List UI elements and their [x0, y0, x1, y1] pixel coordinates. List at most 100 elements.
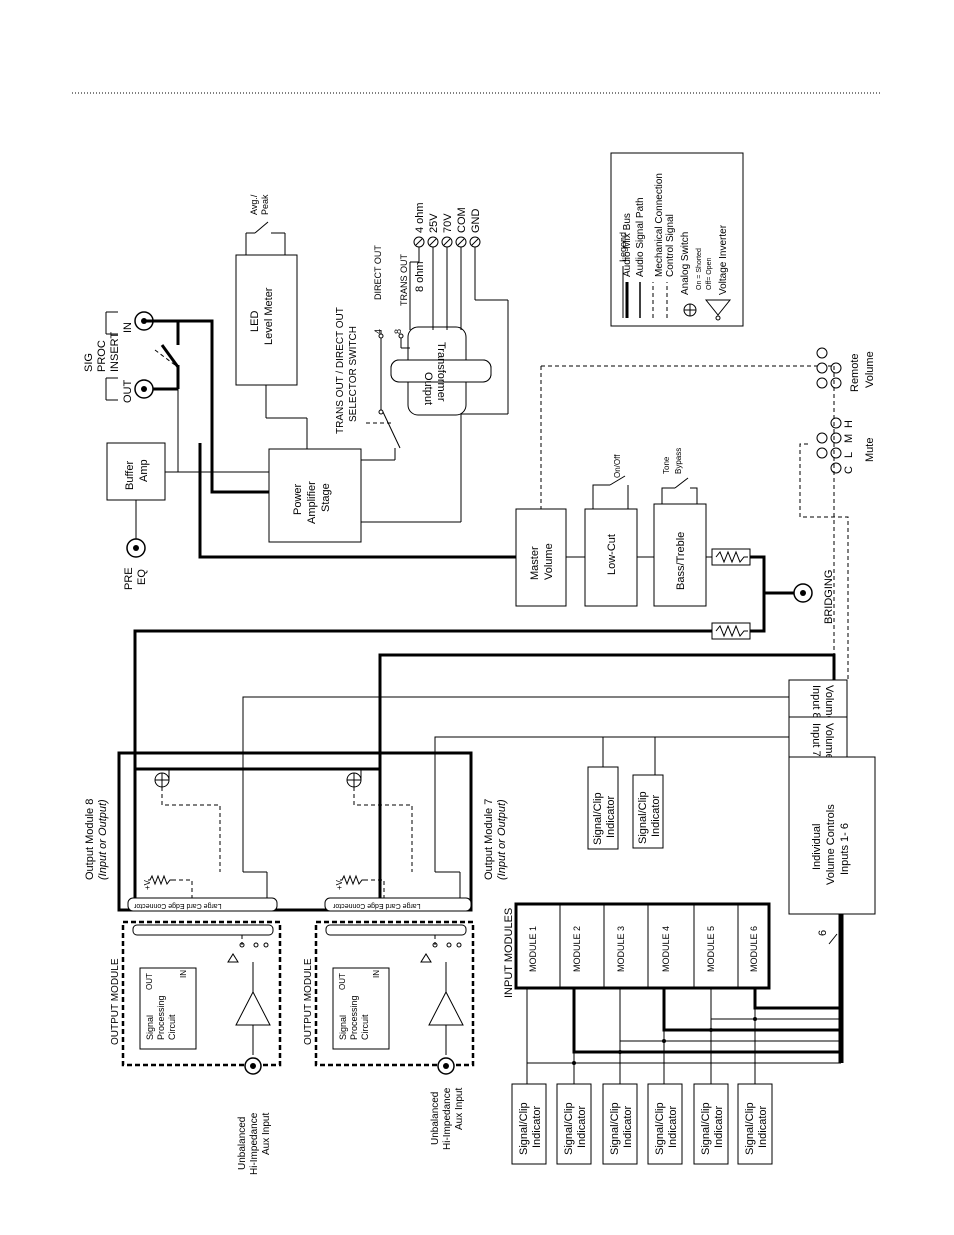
transformer-label-transformer: Transformer: [435, 342, 447, 402]
module-2-label: MODULE 2: [572, 926, 582, 972]
mute-label: Mute: [864, 438, 876, 462]
transformer-label-output: Output: [422, 372, 434, 405]
tap-25v: 25V: [428, 213, 440, 233]
individual-volume-label-1: Individual: [811, 824, 823, 870]
pre-eq-jack-icon: [126, 538, 146, 558]
bridging-label: BRIDGING: [823, 570, 835, 624]
module-3-label: MODULE 3: [616, 926, 626, 972]
signal-clip-b2-label-1: Signal/Clip: [563, 1102, 575, 1155]
tap-70v: 70V: [442, 213, 454, 233]
slot-8-out: OUT: [145, 973, 154, 990]
analog-switch-7-icon: [346, 772, 362, 788]
input8-volume-box: Input 8 Volume: [788, 679, 848, 722]
signal-clip-bottom-4: Signal/Clip Indicator: [647, 1083, 683, 1165]
bus-count-label: 6: [817, 930, 829, 936]
output-taps: 4 ohm 8 ohm 25V 70V COM GND: [413, 202, 482, 292]
input-modules-block: MODULE 1 MODULE 2 MODULE 3 MODULE 4 MODU…: [503, 902, 771, 998]
legend-item-mechanical: Mechanical Connection: [654, 173, 665, 277]
analog-switch-icon: [683, 303, 697, 317]
sig-proc-label-1: SIG: [83, 353, 95, 372]
mute-pin-c: C: [843, 466, 855, 474]
individual-volume-label-3: Inputs 1- 6: [839, 823, 851, 875]
signal-clip-bottom-1: Signal/Clip Indicator: [511, 1083, 547, 1165]
slot-7-amp-icon: [428, 990, 464, 1026]
low-cut: Low-Cut On/Off: [584, 454, 638, 607]
slot-8-amp-icon: [235, 990, 271, 1026]
led-level-meter: LED Level Meter: [235, 254, 298, 386]
aux-input-7-label-2: Hi-Impedance: [442, 1087, 453, 1150]
aux-input-7-label-3: Aux Input: [454, 1088, 465, 1130]
input7-volume-label-2: Volume: [823, 723, 835, 760]
trans-out-label: TRANS OUT: [399, 253, 409, 306]
voltage-inverter-icon: [704, 299, 732, 321]
output-module-board: Output Module 8 (Input or Output) Output…: [84, 751, 508, 912]
signal-clip-b2-label-2: Indicator: [576, 1105, 588, 1148]
tap-gnd: GND: [470, 209, 482, 234]
slot-7-spc-2: Processing: [349, 995, 359, 1040]
bass-treble: Bass/Treble Tone Bypass: [653, 448, 707, 607]
signal-clip-bottom-5: Signal/Clip Indicator: [693, 1083, 729, 1165]
signal-clip-b4-label-1: Signal/Clip: [654, 1102, 666, 1155]
power-amplifier-stage: Power Amplifier Stage: [268, 448, 362, 543]
module-6-label: MODULE 6: [749, 926, 759, 972]
buffer-amp-label-1: Buffer: [124, 461, 136, 490]
tap-com: COM: [456, 207, 468, 233]
buffer-amp-label-2: Amp: [138, 459, 150, 482]
signal-clip-8-label-1: Signal/Clip: [637, 791, 649, 844]
signal-clip-b6-label-1: Signal/Clip: [744, 1102, 756, 1155]
resistor-lower: [711, 622, 751, 640]
signal-clip-indicator-7: Signal/Clip Indicator: [587, 766, 619, 850]
bypass-label: Bypass: [674, 448, 683, 474]
legend-item-off-open: Off= Open: [706, 258, 713, 290]
on-off-label: On/Off: [613, 454, 622, 478]
pre-eq: PRE EQ: [123, 538, 148, 590]
master-volume-label-2: Volume: [543, 543, 555, 580]
power-amp-label-3: Stage: [320, 483, 332, 512]
insert-out-jack-icon: [134, 379, 154, 399]
legend-item-analog-switch: Analog Switch: [680, 232, 691, 295]
buffer-amp: Buffer Amp: [106, 442, 166, 501]
slot-7-in: IN: [372, 970, 381, 978]
analog-switch-8-icon: [154, 772, 170, 788]
insert-out-label: OUT: [122, 380, 134, 404]
tap-8ohm: 8 ohm: [414, 261, 426, 292]
module-5-label: MODULE 5: [706, 926, 716, 972]
legend-item-control-signal: Control Signal: [665, 214, 676, 277]
power-amp-label-2: Amplifier: [306, 481, 318, 524]
mute-pin-h: H: [843, 420, 855, 428]
led-label-2: Level Meter: [263, 287, 275, 345]
direct-out-label: DIRECT OUT: [373, 245, 383, 300]
led-label-1: LED: [249, 311, 261, 332]
individual-volume-label-2: Volume Controls: [825, 804, 837, 885]
output-module-slot-7-label: OUTPUT MODULE: [303, 958, 314, 1045]
remote-volume: Remote Volume: [816, 347, 876, 392]
signal-clip-bottom-2: Signal/Clip Indicator: [556, 1083, 592, 1165]
signal-clip-8-label-2: Indicator: [650, 794, 662, 837]
mute-pin-l: L: [843, 452, 855, 458]
sig-proc-label-3: INSERT: [109, 332, 121, 372]
bass-treble-label: Bass/Treble: [675, 532, 687, 590]
remote-volume-label-1: Remote: [849, 353, 861, 392]
slot-8-spc-2: Processing: [156, 995, 166, 1040]
slot-8-spc-3: Circuit: [167, 1014, 177, 1040]
mute-pin-m: M: [843, 434, 855, 443]
output-module-slot-8-label: OUTPUT MODULE: [110, 958, 121, 1045]
master-volume-label-1: Master: [529, 546, 541, 580]
signal-clip-b6-label-2: Indicator: [757, 1105, 769, 1148]
sig-proc-insert: SIG PROC INSERT OUT IN: [83, 311, 154, 404]
signal-clip-b5-label-2: Indicator: [713, 1105, 725, 1148]
legend-item-signal-path: Audio Signal Path: [635, 197, 646, 277]
signal-clip-bottom-3: Signal/Clip Indicator: [602, 1083, 638, 1165]
tone-label: Tone: [662, 456, 671, 474]
pre-eq-label-2: EQ: [136, 569, 148, 585]
module-4-label: MODULE 4: [661, 926, 671, 972]
input7-volume-box: Input 7 Volume: [788, 716, 848, 760]
legend-item-on-shorted: On = Shorted: [696, 248, 703, 290]
output-transformer: Output Transformer: [390, 326, 492, 416]
slot-7-spc-3: Circuit: [360, 1014, 370, 1040]
aux-input-8-label-2: Hi-Impedance: [249, 1112, 260, 1175]
output-module-slot-8: OUTPUT MODULE OUT IN Signal Processing C…: [110, 920, 282, 1075]
output-module-7-label-2: (Input or Output): [496, 799, 508, 880]
input8-volume-label-1: Input 8: [810, 685, 822, 719]
